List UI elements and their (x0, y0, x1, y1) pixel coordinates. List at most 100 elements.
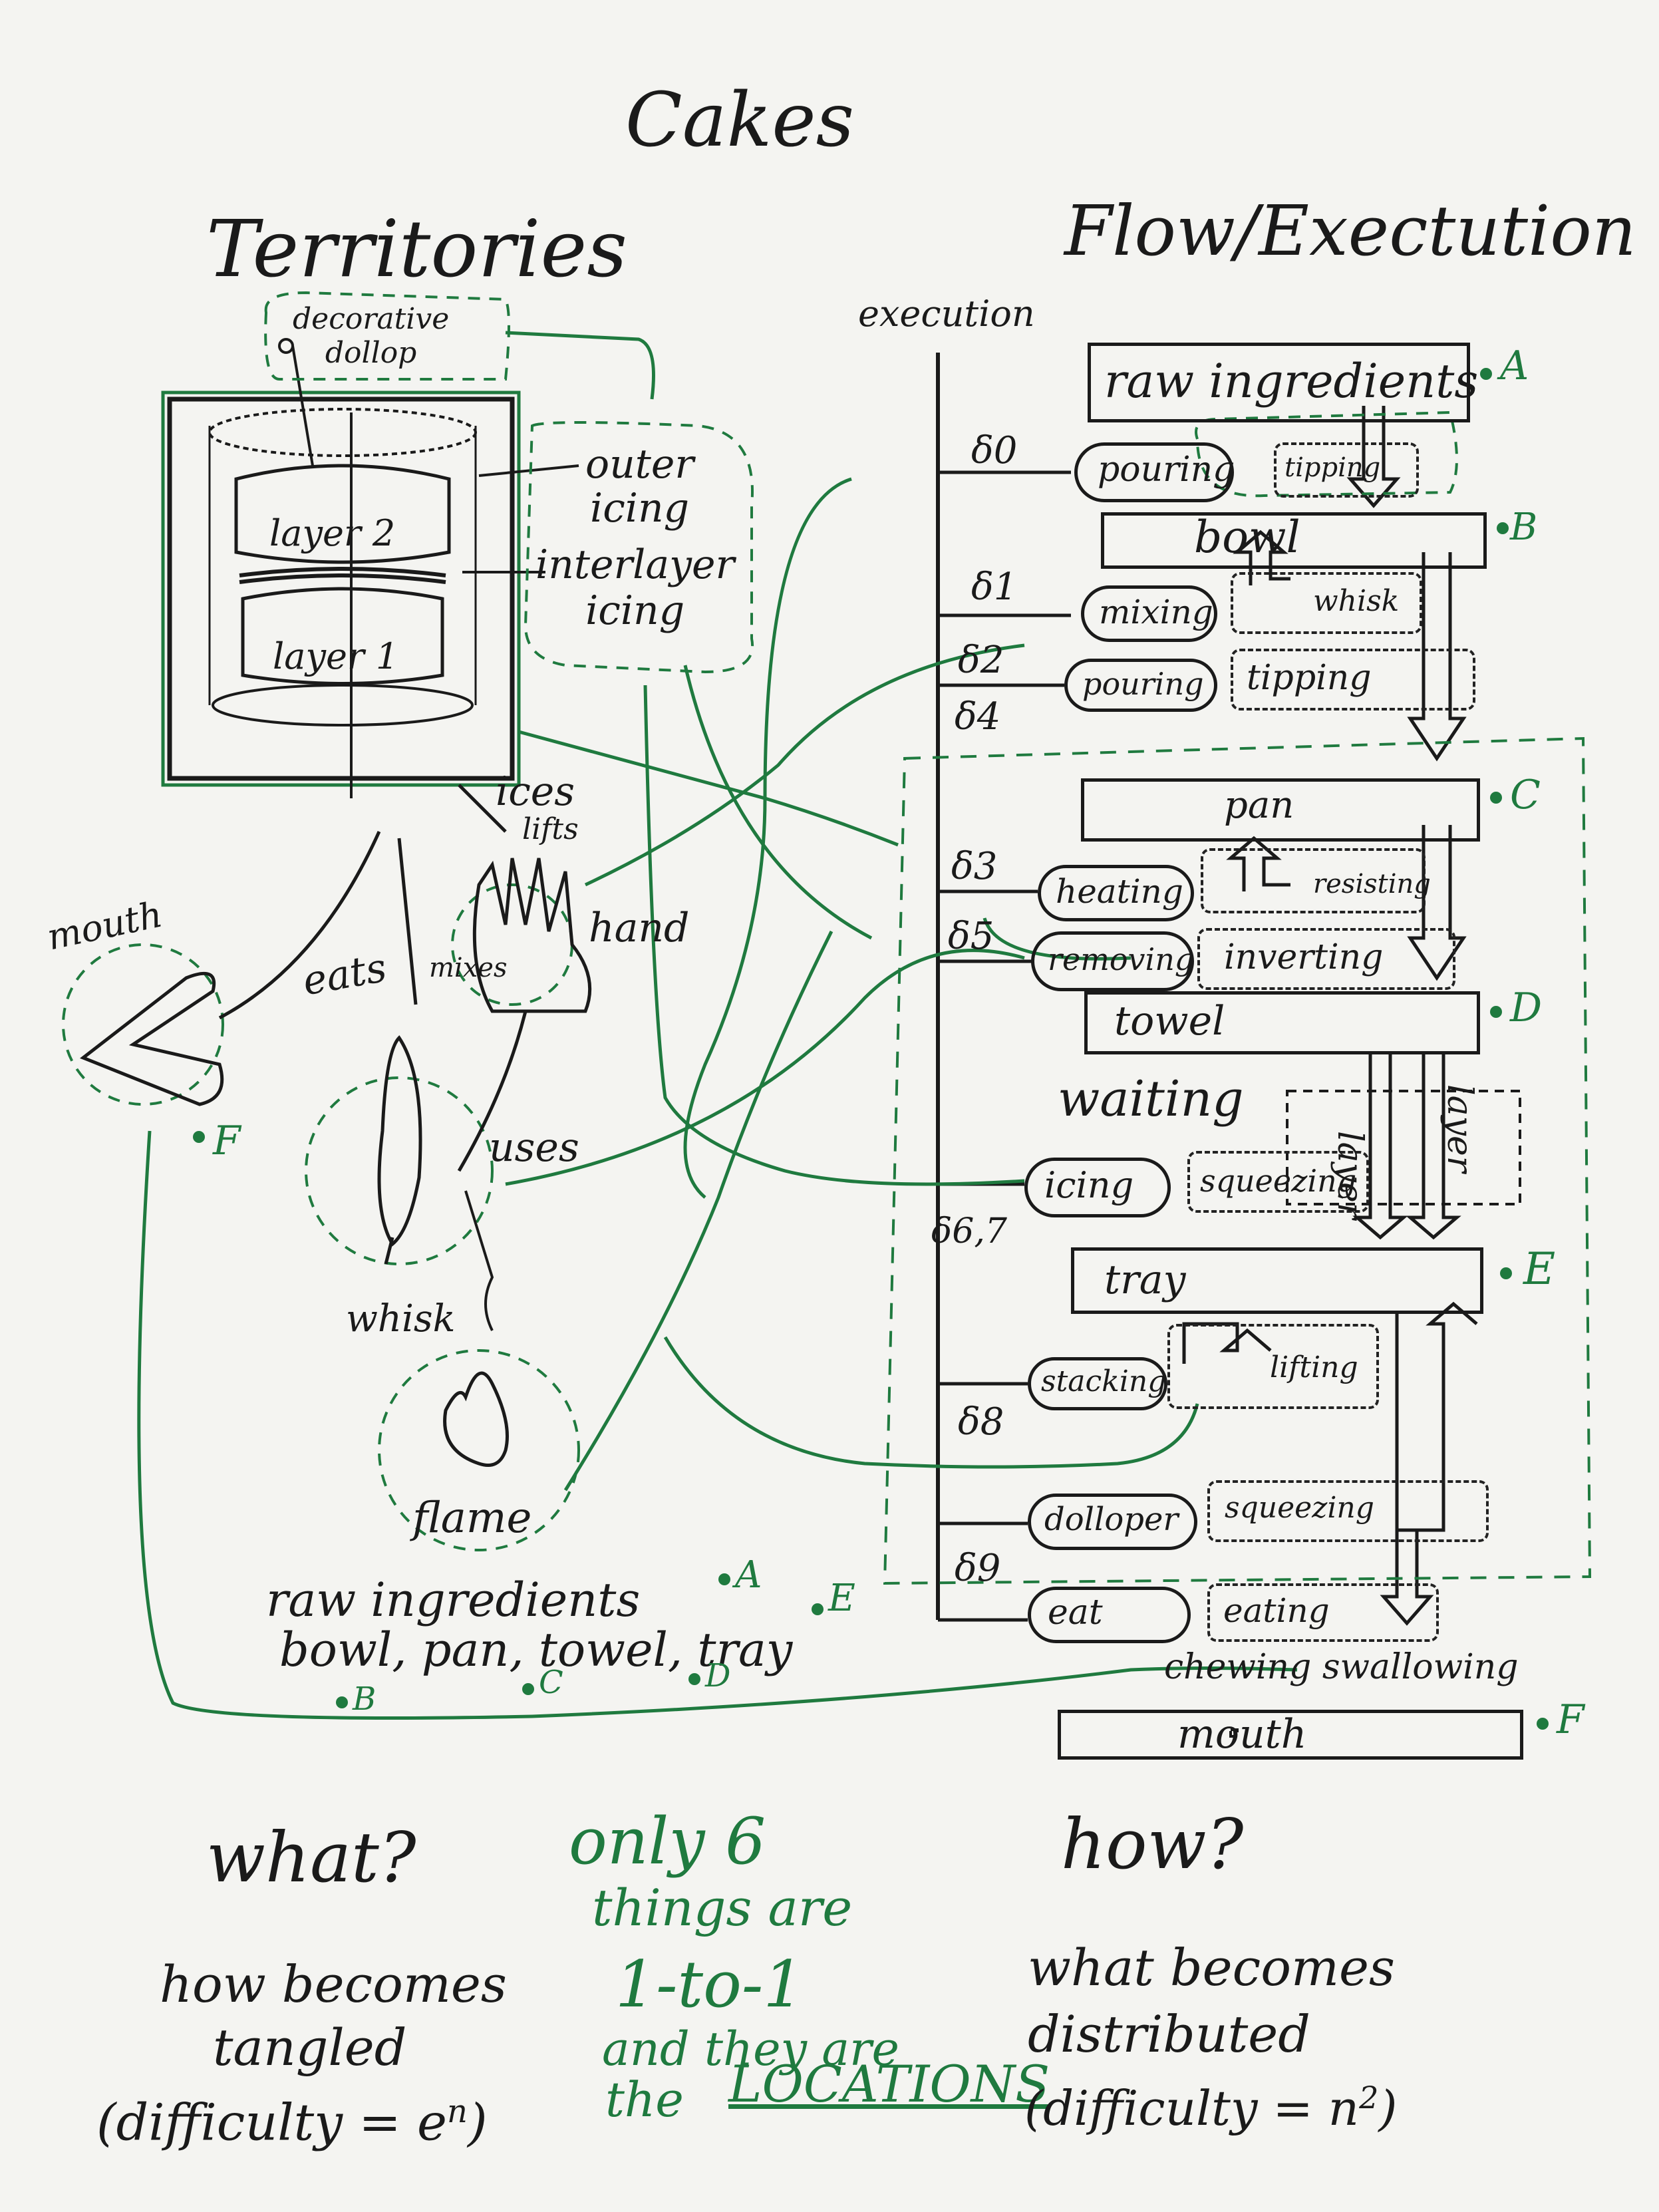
what-becomes-text: what becomes (1028, 1938, 1396, 1997)
location-dot-f-territories (193, 1131, 205, 1143)
location-dot-flow-a (1480, 368, 1492, 380)
ices-label: ices (496, 768, 575, 815)
distributed-text: distributed (1028, 2004, 1310, 2064)
letter-a-territories: A (735, 1553, 762, 1597)
page-title: Cakes (625, 77, 855, 164)
interlayer-icing-label: interlayer icing (535, 542, 735, 634)
location-label-raw-ingredients: raw ingredients (1104, 354, 1479, 408)
location-dot-flow-d (1490, 1006, 1502, 1018)
layer-1-shape (241, 587, 444, 685)
action-dolloper: dolloper (1028, 1494, 1197, 1550)
action-eat: eat (1028, 1587, 1191, 1643)
and-they-are-text: and they are (602, 2022, 899, 2076)
location-dot-flow-e (1500, 1267, 1512, 1279)
location-box-towel: towel (1084, 991, 1480, 1054)
letter-c-flow: C (1510, 772, 1541, 818)
mechanic-tipping-1: tipping (1274, 442, 1419, 498)
layer-2-label: layer 2 (269, 512, 396, 554)
delta-8: δ8 (958, 1400, 1004, 1444)
locations-list-line2: bowl, pan, towel, tray (279, 1623, 793, 1677)
chewing-swallowing-label: chewing swallowing (1164, 1647, 1519, 1687)
action-pouring-1: pouring (1074, 442, 1235, 502)
flame-label: flame (412, 1494, 532, 1543)
mechanic-lifting: lifting (1167, 1324, 1379, 1409)
location-label-pan: pan (1224, 784, 1294, 827)
mixes-label: mixes (429, 953, 508, 983)
mechanic-tipping-2: tipping (1231, 649, 1475, 711)
location-box-tray: tray (1071, 1247, 1483, 1314)
location-box-bowl: bowl (1101, 512, 1487, 569)
mechanic-squeezing-2: squeezing (1207, 1480, 1489, 1542)
hand-label: hand (589, 905, 690, 951)
delta-6-7: δ6,7 (931, 1211, 1008, 1251)
mechanic-squeezing-1: squeezing (1187, 1151, 1369, 1213)
action-mixing: mixing (1081, 585, 1217, 642)
location-dot-c (522, 1683, 534, 1695)
only-6-text: only 6 (569, 1804, 766, 1879)
mechanic-eating: eating (1207, 1583, 1439, 1642)
uses-label: uses (489, 1124, 579, 1171)
letter-d-flow: D (1510, 985, 1543, 1031)
delta-0: δ0 (971, 429, 1018, 472)
location-box-mouth: mouth (1058, 1710, 1523, 1760)
letter-e-territories: E (828, 1577, 855, 1620)
what-question: what? (206, 1817, 416, 1898)
delta-1: δ1 (971, 565, 1018, 609)
action-icing: icing (1024, 1158, 1171, 1217)
location-label-bowl: bowl (1194, 512, 1300, 563)
letter-e-flow: E (1523, 1243, 1556, 1295)
one-to-one-text: 1-to-1 (615, 1947, 804, 2022)
layer-label-a: layer (1330, 1131, 1370, 1219)
decorative-dollop-label: decorative dollop (293, 302, 450, 370)
action-pouring-2: pouring (1064, 659, 1217, 712)
locations-list-line1: raw ingredients (266, 1573, 641, 1627)
mechanic-inverting: inverting (1197, 928, 1455, 990)
outer-icing-label: outer icing (585, 441, 694, 532)
how-becomes-text: how becomes (160, 1955, 507, 2014)
letter-f-flow: F (1557, 1696, 1584, 1743)
execution-axis-label: execution (858, 293, 1035, 335)
action-removing: removing (1031, 931, 1194, 991)
location-label-tray: tray (1104, 1257, 1186, 1303)
layer-label-b: layer (1439, 1084, 1479, 1173)
location-dot-d (688, 1673, 700, 1685)
location-dot-flow-c (1490, 792, 1502, 804)
delta-9: δ9 (955, 1547, 1001, 1590)
how-question: how? (1061, 1804, 1244, 1885)
letter-f-territories: F (213, 1118, 241, 1164)
letter-d-territories: D (705, 1657, 731, 1694)
letter-b-territories: B (353, 1680, 377, 1718)
location-box-pan: pan (1081, 778, 1480, 842)
whisk-label: whisk (346, 1297, 456, 1341)
location-box-raw-ingredients: raw ingredients (1088, 343, 1478, 422)
location-dot-flow-b (1497, 522, 1509, 534)
letter-b-flow: B (1510, 506, 1538, 549)
layer-2-shape (234, 464, 451, 564)
tangled-text: tangled (213, 2018, 407, 2077)
cake-frame (167, 396, 515, 781)
mechanic-whisk: whisk (1231, 572, 1422, 634)
location-dot-flow-f (1537, 1718, 1549, 1730)
location-dot-b (336, 1696, 348, 1708)
delta-2: δ2 (958, 639, 1004, 682)
letter-c-territories: C (539, 1664, 563, 1701)
difficulty-polynomial: (difficulty = n2) (1024, 2080, 1398, 2136)
locations-word: LOCATIONS (728, 2054, 1050, 2114)
things-are-text: things are (592, 1878, 853, 1937)
location-label-mouth: mouth (1177, 1711, 1307, 1758)
difficulty-exponential: (difficulty = en) (96, 2092, 488, 2152)
waiting-label: waiting (1058, 1070, 1244, 1128)
action-stacking: stacking (1028, 1357, 1167, 1410)
layer-1-label: layer 1 (273, 635, 399, 677)
the-text: the (605, 2072, 684, 2128)
location-dot-e (812, 1603, 824, 1615)
location-label-towel: towel (1114, 998, 1225, 1044)
delta-5: δ5 (948, 915, 994, 958)
location-dot-a (718, 1573, 730, 1585)
mechanic-resisting: resisting (1201, 848, 1431, 913)
lifts-label: lifts (522, 812, 579, 846)
flow-heading: Flow/Exectution (1064, 190, 1636, 271)
delta-3: δ3 (951, 845, 998, 888)
letter-a-flow: A (1500, 343, 1529, 389)
